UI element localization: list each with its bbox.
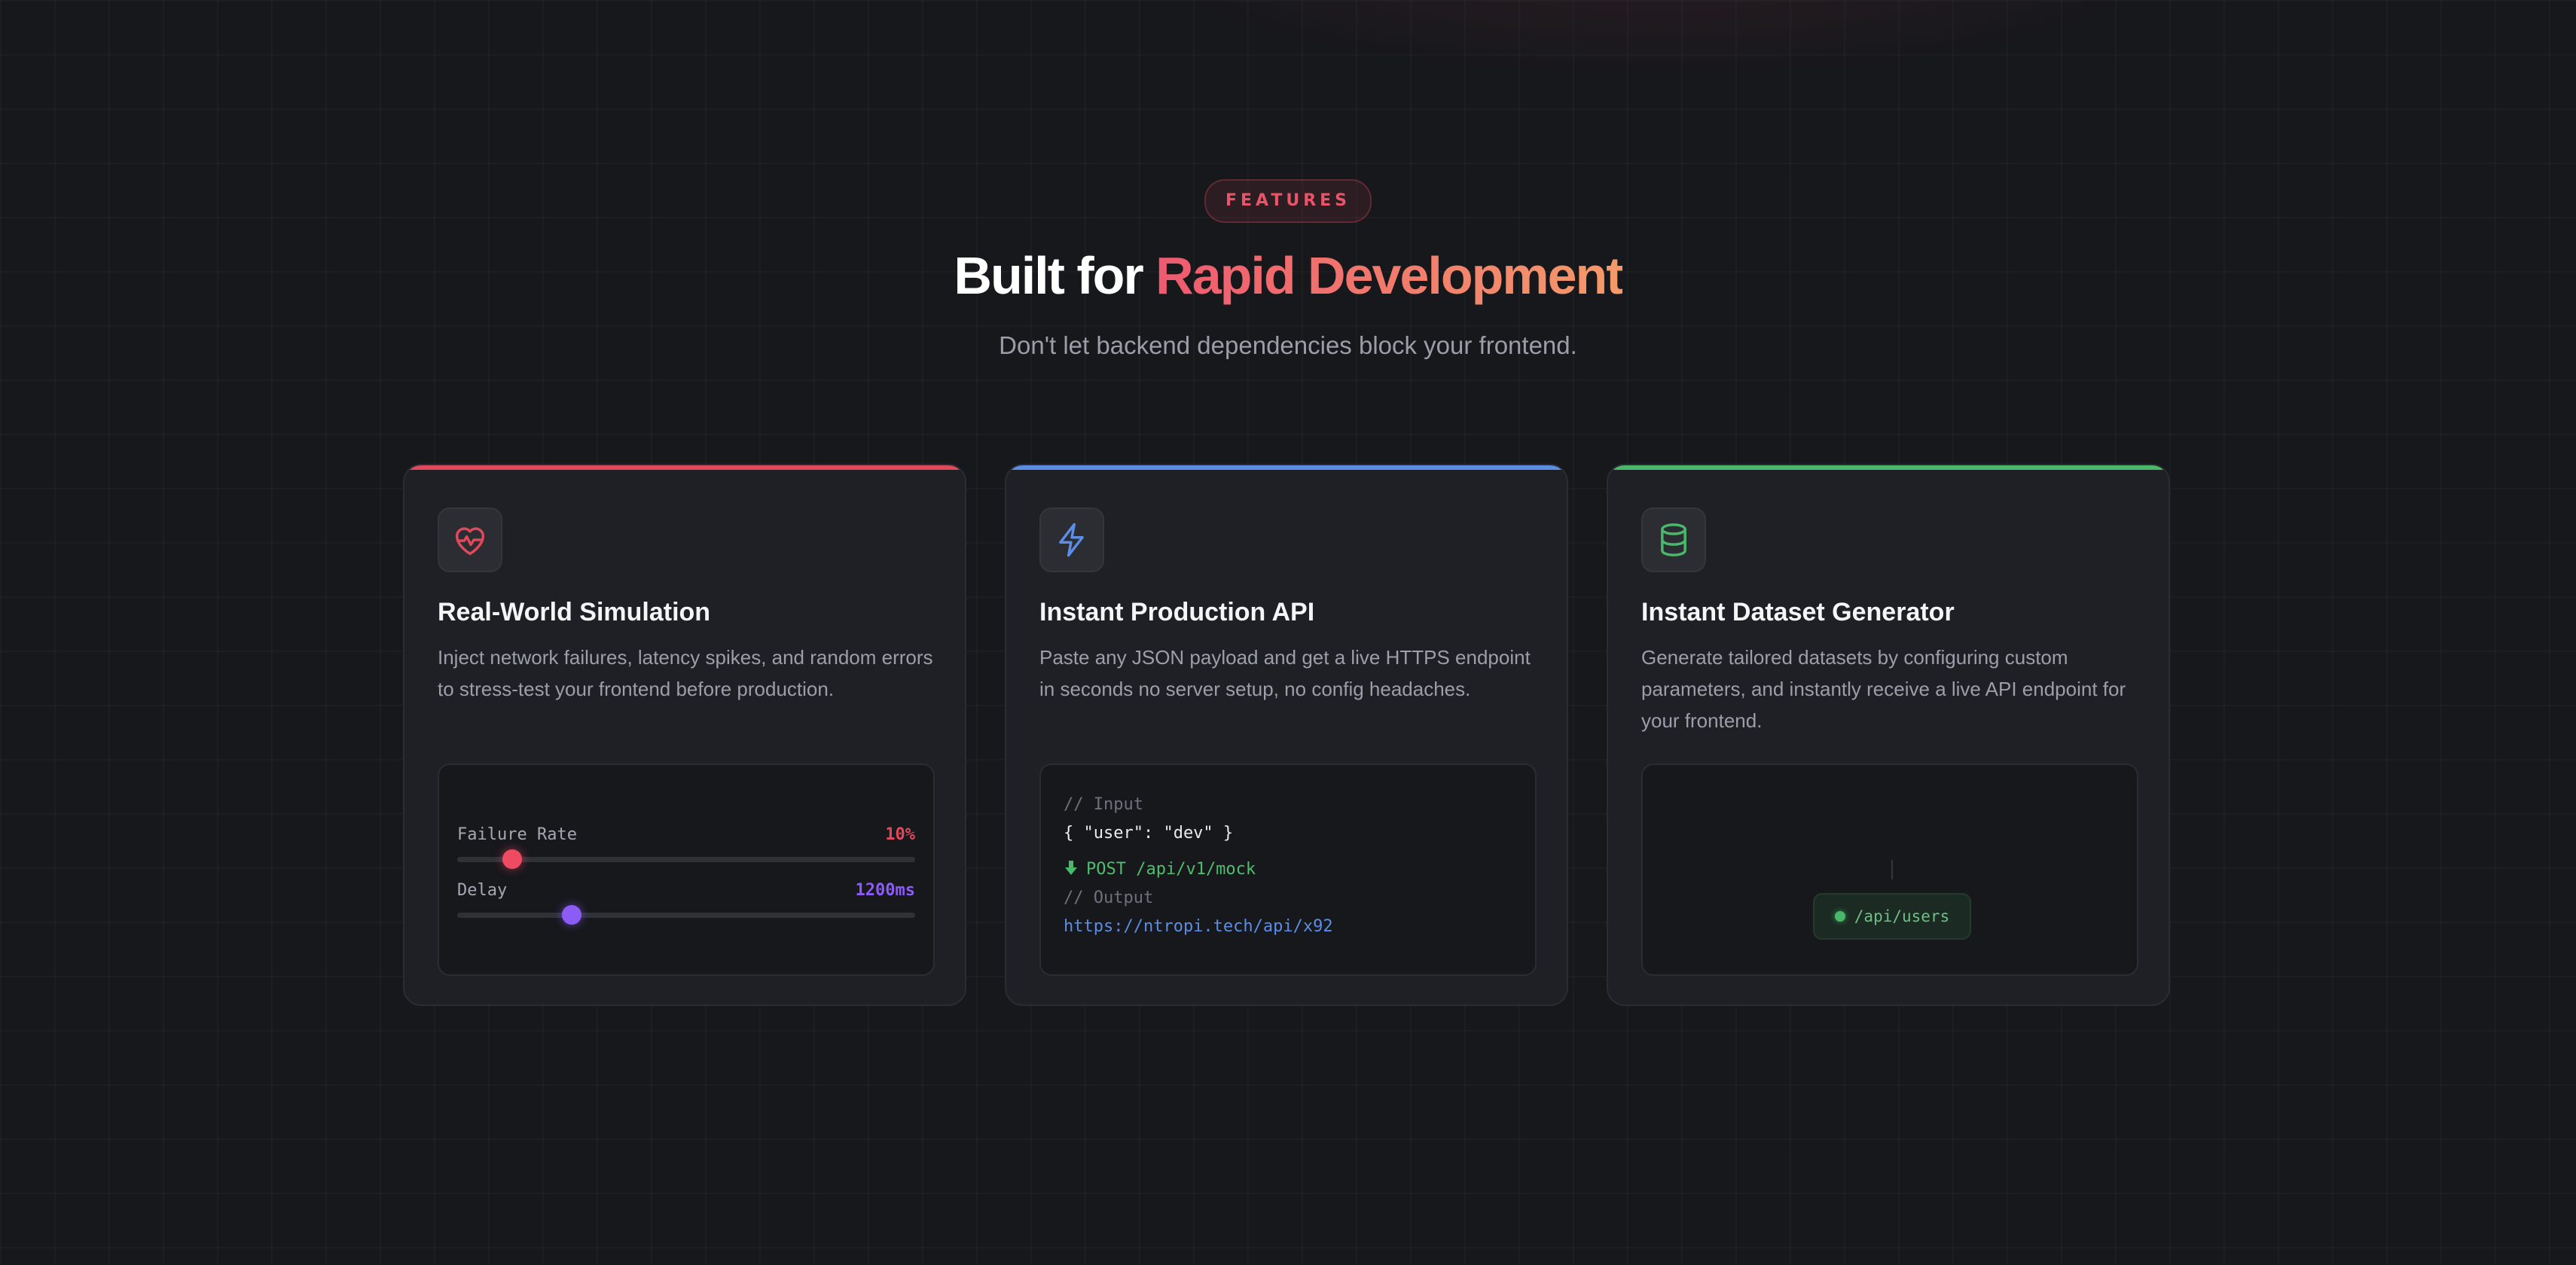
card-description: Paste any JSON payload and get a live HT… <box>1039 646 1531 700</box>
section-title: Built for Rapid Development <box>0 238 2576 313</box>
feature-card-dataset-generator: Instant Dataset Generator Generate tailo… <box>1607 464 2170 1006</box>
endpoint-chip[interactable]: /api/users <box>1813 893 1971 940</box>
input-json: { "user": "dev" } <box>1064 824 1234 843</box>
output-url[interactable]: https://ntropi.tech/api/x92 <box>1064 917 1333 936</box>
input-comment: // Input <box>1064 795 1143 814</box>
features-badge: FEATURES <box>1204 179 1372 223</box>
delay-track[interactable] <box>457 905 915 925</box>
heart-pulse-icon <box>438 508 502 572</box>
simulation-controls: Failure Rate 10% Delay 1200ms <box>438 764 935 976</box>
failure-rate-value: 10% <box>885 825 915 844</box>
lightning-bolt-icon <box>1039 508 1104 572</box>
delay-label: Delay <box>457 881 508 900</box>
delay-value: 1200ms <box>855 881 915 900</box>
connector-line <box>1891 860 1893 879</box>
failure-rate-track[interactable] <box>457 849 915 869</box>
title-accent: Rapid Development <box>1155 246 1623 305</box>
delay-thumb[interactable] <box>562 905 581 925</box>
card-accent-bar <box>404 465 965 470</box>
card-title: Instant Production API <box>1039 598 1315 626</box>
post-endpoint: POST /api/v1/mock <box>1086 860 1256 879</box>
card-description: Generate tailored datasets by configurin… <box>1641 646 2126 732</box>
endpoint-path: /api/users <box>1854 907 1950 925</box>
card-accent-bar <box>1608 465 2169 470</box>
post-line: POST /api/v1/mock <box>1064 860 1256 881</box>
section-subtitle: Don't let backend dependencies block you… <box>999 331 1577 359</box>
feature-card-production-api: Instant Production API Paste any JSON pa… <box>1005 464 1568 1006</box>
card-title: Instant Dataset Generator <box>1641 598 1955 626</box>
status-dot <box>1834 911 1845 922</box>
title-prefix: Built for <box>954 246 1156 305</box>
feature-card-simulation: Real-World Simulation Inject network fai… <box>403 464 966 1006</box>
output-comment: // Output <box>1064 889 1154 907</box>
card-title: Real-World Simulation <box>438 598 711 626</box>
dataset-preview: /api/users <box>1641 764 2138 976</box>
failure-rate-thumb[interactable] <box>502 849 522 869</box>
code-sample: // Input { "user": "dev" } POST /api/v1/… <box>1039 764 1537 976</box>
top-glow <box>1130 0 2184 75</box>
failure-rate-label: Failure Rate <box>457 825 577 844</box>
card-accent-bar <box>1006 465 1567 470</box>
features-header: FEATURES Built for Rapid Development Don… <box>0 179 2576 360</box>
down-arrow-icon <box>1064 860 1079 881</box>
card-description: Inject network failures, latency spikes,… <box>438 646 933 700</box>
database-icon <box>1641 508 1706 572</box>
